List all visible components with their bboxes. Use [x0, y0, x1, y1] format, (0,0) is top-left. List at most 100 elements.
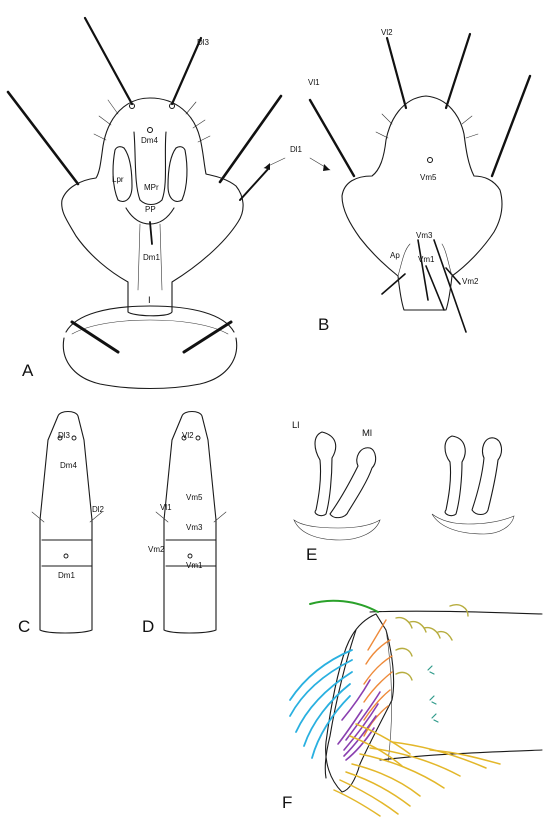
- collar-seta-left: [70, 320, 120, 354]
- panel-letter-d: D: [142, 617, 154, 636]
- alveolus-right-dl3: [169, 103, 175, 109]
- label-ll: Ll: [292, 420, 299, 431]
- seta-vm3-right: [433, 239, 467, 333]
- label-lpr: Lpr: [112, 175, 124, 184]
- head-capsule-outline: [61, 97, 244, 317]
- f-green-seta: [309, 599, 379, 613]
- collar-body: [62, 337, 238, 390]
- panel-letter-c: C: [18, 617, 30, 636]
- panel-c: Dl3 Dm4 Dl2 Dm1 C: [18, 410, 105, 636]
- f-body-top: [369, 610, 543, 615]
- label-c-dm4: Dm4: [60, 461, 77, 470]
- seta-dl1-right: [218, 94, 283, 184]
- f-teal-marks: [427, 665, 439, 723]
- stalk: [137, 223, 163, 291]
- seta-vl2-left: [385, 36, 408, 110]
- pit-c-dl3-left: [57, 435, 63, 441]
- label-vm1: Vm1: [418, 255, 435, 264]
- schematic-c-seta-left: [31, 511, 45, 523]
- f-mandible: [324, 629, 357, 779]
- f-cyan-setae: [289, 649, 353, 759]
- seta-vl1-left: [308, 98, 356, 178]
- schematic-d-seta-right: [213, 511, 227, 523]
- pit-d-vm1: [187, 553, 193, 559]
- f-inner-line: [385, 629, 392, 763]
- e-left-structure-2: [329, 447, 377, 519]
- pit-d-vl2-left: [181, 435, 187, 441]
- label-d-vm1: Vm1: [186, 561, 203, 570]
- e-right-base: [431, 513, 515, 535]
- pit-c-dl3-right: [71, 435, 77, 441]
- fine-setae-b: [375, 113, 479, 139]
- panel-f: F: [282, 599, 543, 817]
- label-d-vl1: Vl1: [160, 503, 172, 512]
- label-mpr: MPr: [144, 183, 159, 192]
- pit-vm5: [427, 157, 433, 163]
- f-olive-setae: [395, 604, 469, 681]
- pit-d-vl2-right: [195, 435, 201, 441]
- seta-vm2: [445, 267, 461, 285]
- seta-vl2-right: [444, 32, 472, 110]
- label-ap: Ap: [390, 251, 400, 260]
- panel-b: Vl2 Vl1 Vm5 Vm3 Vm1 Ap Vm2 B: [308, 28, 532, 334]
- label-d-vm5: Vm5: [186, 493, 203, 502]
- label-dl1: Dl1: [290, 145, 303, 154]
- seta-dl3-left: [83, 16, 134, 106]
- f-orange-setae: [363, 619, 393, 737]
- inner-fold-left: [397, 243, 411, 277]
- label-pp: PP: [145, 205, 156, 214]
- e-left-base: [293, 519, 381, 541]
- pointer-dl1-head-left: [264, 163, 270, 170]
- panel-d: Vl2 Vm5 Vl1 Vm3 Vm2 Vm1 D: [142, 410, 227, 636]
- panel-e: Ll Ml E: [292, 420, 515, 564]
- e-right-structure-1: [444, 435, 466, 517]
- collar-top: [65, 305, 235, 333]
- label-one: I: [148, 295, 151, 306]
- alveolus-left-dl3: [129, 103, 135, 109]
- labral-sclerite-left: [112, 146, 133, 203]
- pointer-dl1: [263, 157, 331, 171]
- label-c-dl3: Dl3: [58, 431, 71, 440]
- panel-letter-b: B: [318, 315, 329, 334]
- seta-ap: [381, 273, 406, 295]
- label-d-vl2: Vl2: [182, 431, 194, 440]
- f-head-outline: [325, 613, 395, 793]
- labral-sclerite-right: [167, 146, 188, 203]
- seta-dl3-right: [170, 36, 203, 106]
- collar-seta-right: [182, 320, 233, 354]
- seta-vm3-left: [417, 239, 429, 301]
- label-c-dl2: Dl2: [92, 505, 105, 514]
- f-yellow-setae: [333, 723, 501, 817]
- label-dl3: Dl3: [197, 38, 210, 47]
- panel-a: Dl3 Dm4 Lpr MPr PP Dm1 Dl1 I A: [6, 16, 331, 390]
- label-vl2: Vl2: [381, 28, 393, 37]
- panel-letter-f: F: [282, 793, 292, 812]
- pointer-dl1-head-right: [323, 164, 330, 171]
- seta-lateral-right: [239, 167, 270, 201]
- e-right-structure-2: [471, 437, 503, 516]
- label-vl1: Vl1: [308, 78, 320, 87]
- seta-dm1: [149, 221, 153, 245]
- label-vm3: Vm3: [416, 231, 433, 240]
- label-d-vm3: Vm3: [186, 523, 203, 532]
- e-left-structure-1: [314, 431, 337, 517]
- median-process: [133, 131, 167, 206]
- schematic-d-seta-left: [155, 511, 169, 523]
- label-vm2: Vm2: [462, 277, 479, 286]
- seta-vm1: [425, 265, 445, 311]
- label-vm5: Vm5: [420, 173, 437, 182]
- schematic-c-seta-right: [89, 511, 103, 523]
- panel-letter-e: E: [306, 545, 317, 564]
- label-c-dm1: Dm1: [58, 571, 75, 580]
- label-d-vm2: Vm2: [148, 545, 165, 554]
- pit-c-dm1: [63, 553, 69, 559]
- seta-vl1-right: [490, 74, 532, 178]
- pit-dm4: [147, 127, 153, 133]
- head-capsule-ventral-outline: [341, 95, 503, 311]
- label-dm1: Dm1: [143, 253, 160, 262]
- panel-letter-a: A: [22, 361, 34, 380]
- seta-dl1-left: [6, 90, 80, 186]
- label-dm4: Dm4: [141, 136, 158, 145]
- inner-fold-right: [441, 243, 453, 277]
